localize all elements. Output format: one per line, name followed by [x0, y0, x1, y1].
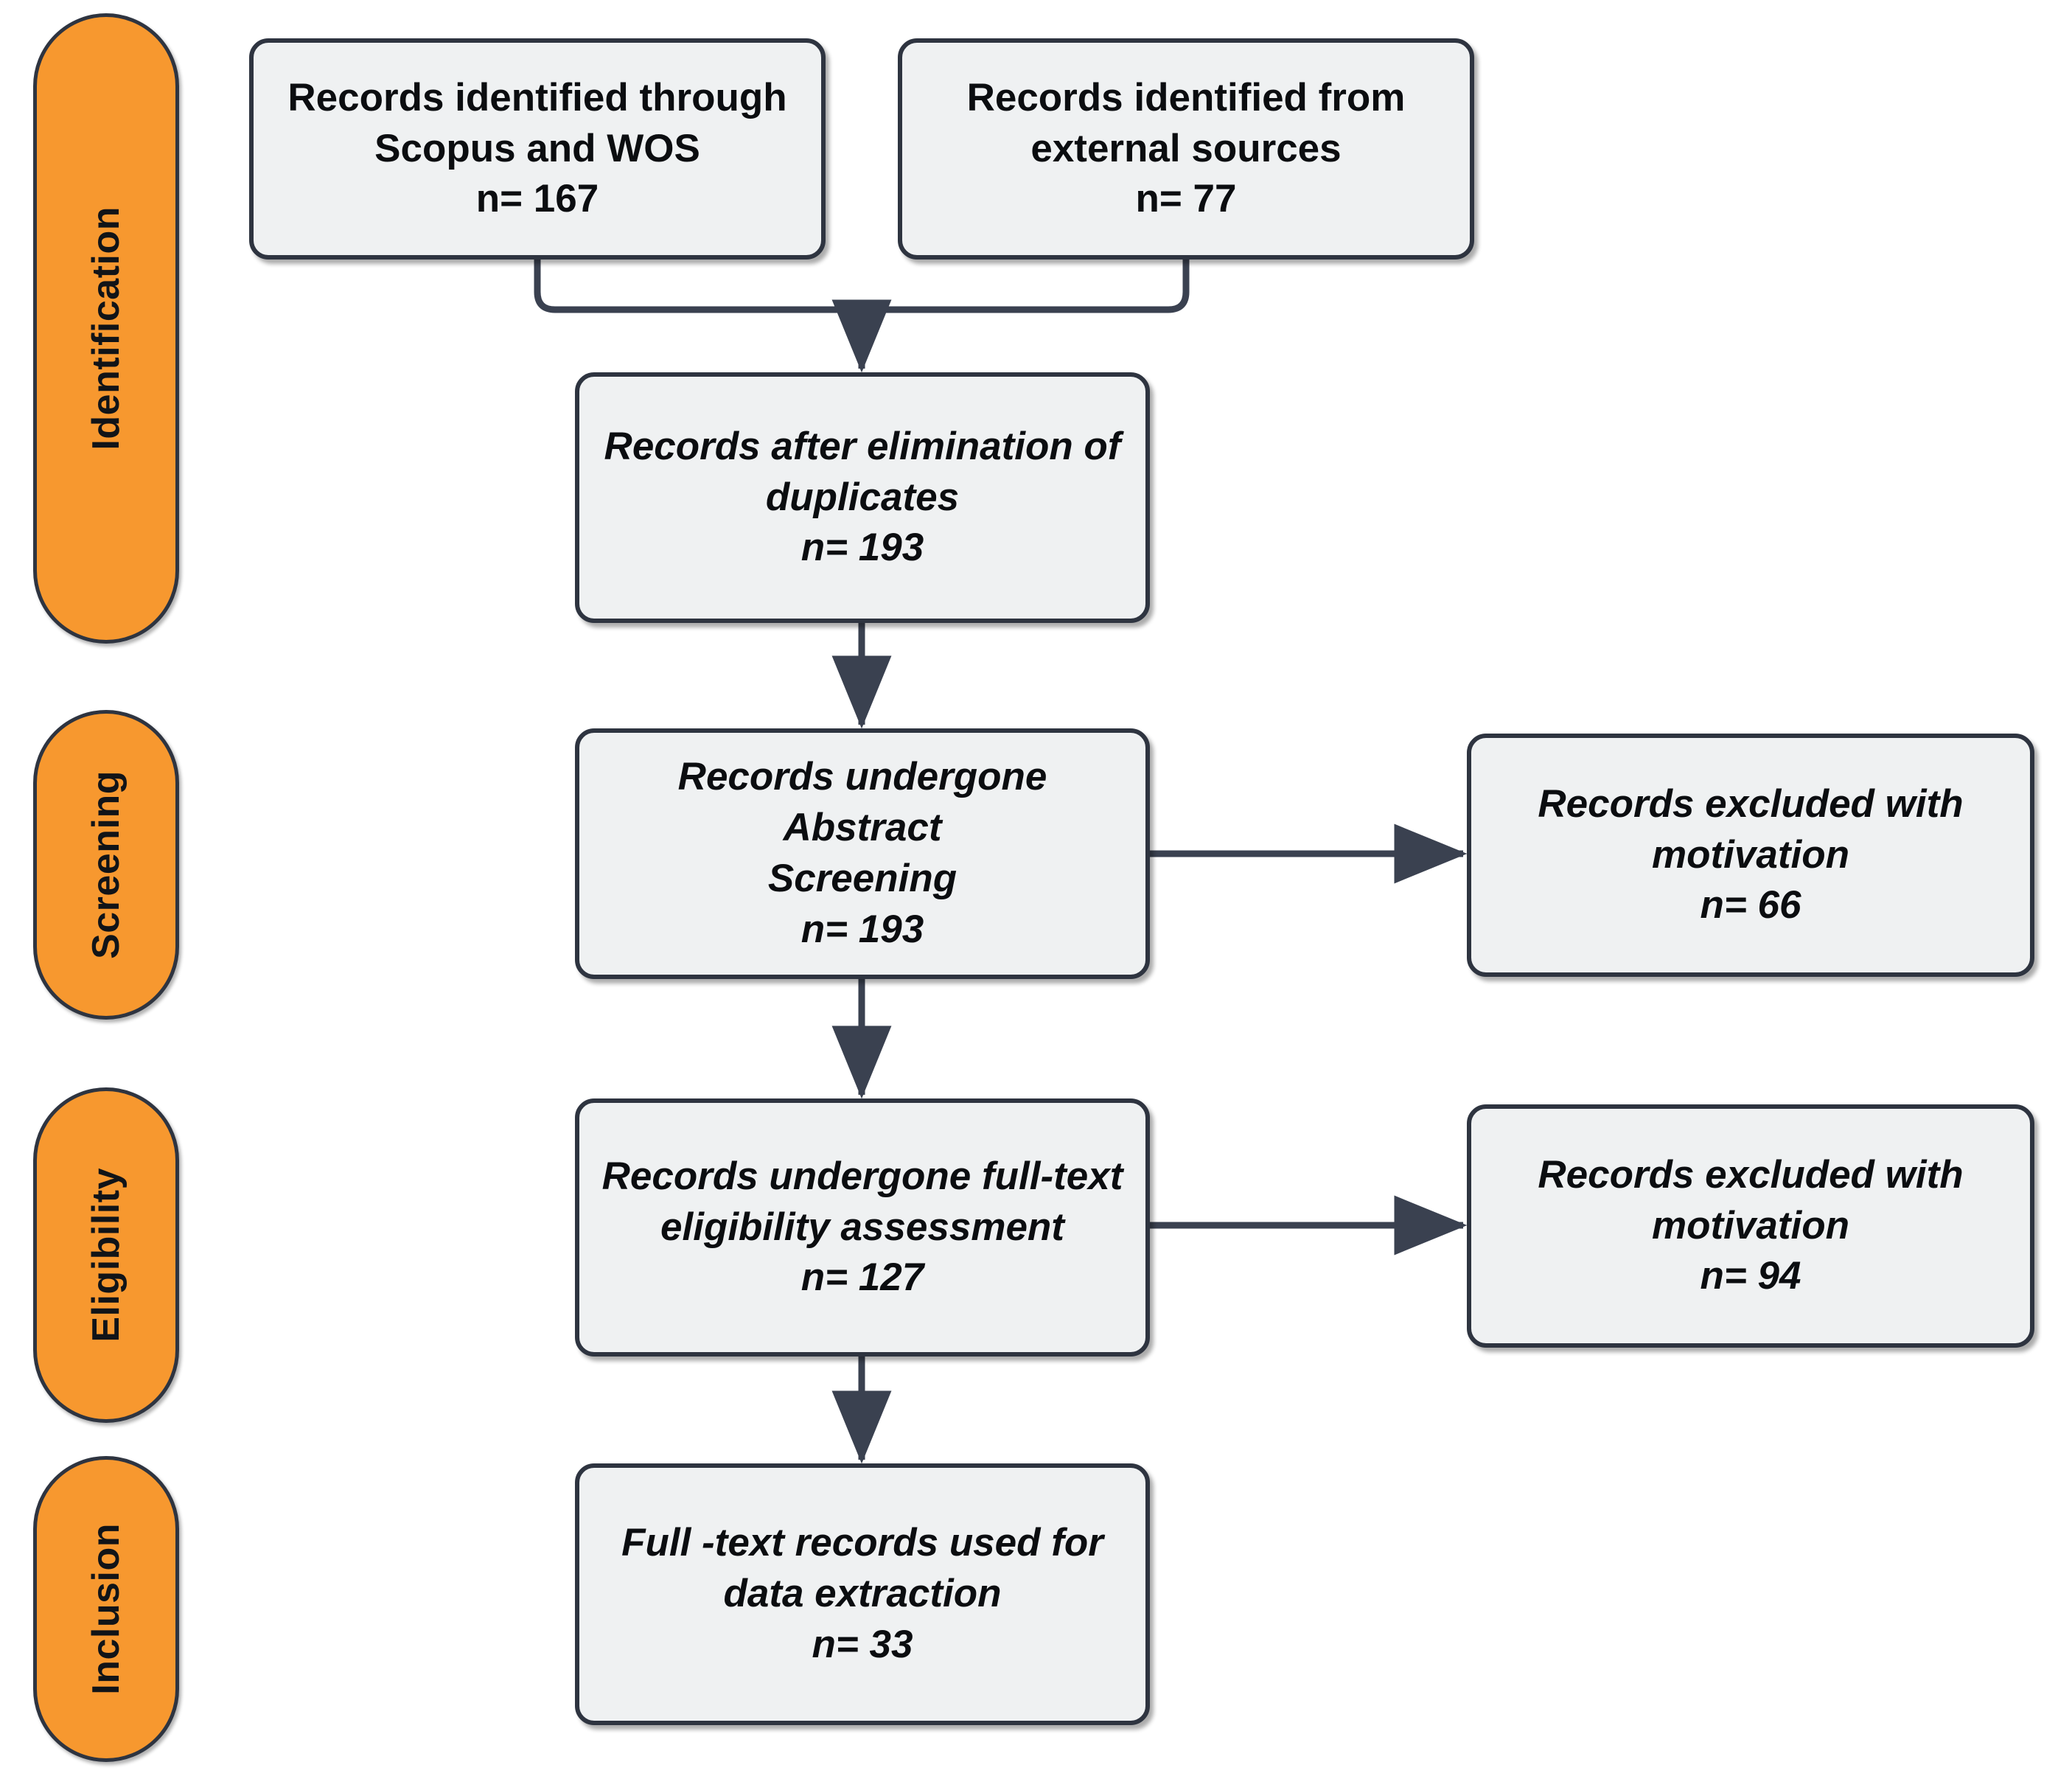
box-identified-external: Records identified from external sources… — [898, 38, 1474, 260]
box-text-identified-scopus-wos: Records identified through Scopus and WO… — [287, 75, 787, 221]
box-text-excluded-eligibility: Records excluded with motivation n= 94 — [1538, 1152, 1964, 1298]
box-abstract-screening: Records undergone Abstract Screening n= … — [575, 728, 1150, 979]
box-text-excluded-screening: Records excluded with motivation n= 66 — [1538, 781, 1964, 927]
stage-label-identification: Identification — [85, 206, 128, 450]
box-identified-scopus-wos: Records identified through Scopus and WO… — [249, 38, 826, 260]
stage-pill-inclusion: Inclusion — [33, 1456, 179, 1762]
box-text-after-duplicates: Records after elimination of duplicates … — [604, 424, 1121, 570]
connector-merge-sources-to-duplicates — [534, 256, 1190, 373]
box-fulltext-eligibility: Records undergone full-text eligibility … — [575, 1098, 1150, 1357]
stage-label-screening: Screening — [85, 770, 128, 959]
stage-pill-screening: Screening — [33, 710, 179, 1020]
stage-label-inclusion: Inclusion — [85, 1523, 128, 1695]
box-text-included-data-extraction: Full -text records used for data extract… — [621, 1521, 1103, 1666]
stage-pill-identification: Identification — [33, 13, 179, 644]
box-included-data-extraction: Full -text records used for data extract… — [575, 1463, 1150, 1725]
box-text-identified-external: Records identified from external sources… — [966, 75, 1406, 221]
stage-label-eligibility: Eligibility — [85, 1168, 128, 1343]
box-after-duplicates: Records after elimination of duplicates … — [575, 372, 1150, 623]
box-text-fulltext-eligibility: Records undergone full-text eligibility … — [601, 1154, 1123, 1300]
box-text-abstract-screening: Records undergone Abstract Screening n= … — [677, 755, 1047, 951]
box-excluded-eligibility: Records excluded with motivation n= 94 — [1467, 1104, 2034, 1348]
box-excluded-screening: Records excluded with motivation n= 66 — [1467, 734, 2034, 977]
stage-pill-eligibility: Eligibility — [33, 1087, 179, 1423]
